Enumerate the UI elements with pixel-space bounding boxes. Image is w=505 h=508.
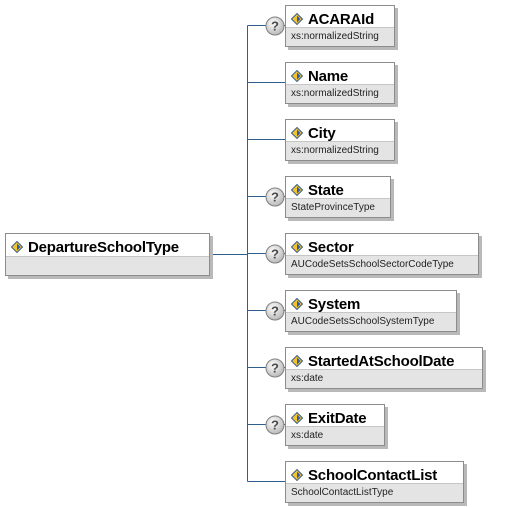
element-type: StateProvinceType xyxy=(286,198,390,217)
root-type-name: DepartureSchoolType xyxy=(28,238,179,256)
element-diamond-icon xyxy=(291,298,303,310)
element-type: xs:date xyxy=(286,369,482,388)
svg-text:?: ? xyxy=(271,19,279,34)
element-diamond-icon xyxy=(291,355,303,367)
element-type: AUCodeSetsSchoolSectorCodeType xyxy=(286,255,478,274)
svg-text:?: ? xyxy=(271,304,279,319)
optional-question-icon: ? xyxy=(265,358,285,378)
root-type-box[interactable]: DepartureSchoolType xyxy=(5,233,210,276)
element-type: AUCodeSetsSchoolSystemType xyxy=(286,312,456,331)
element-diamond-icon xyxy=(11,241,23,253)
optional-question-icon: ? xyxy=(265,187,285,207)
element-name: ACARAId xyxy=(308,10,375,28)
element-type: xs:normalizedString xyxy=(286,84,394,103)
element-diamond-icon xyxy=(291,70,303,82)
element-diamond-icon xyxy=(291,13,303,25)
svg-text:?: ? xyxy=(271,247,279,262)
optional-question-icon: ? xyxy=(265,16,285,36)
root-type-band xyxy=(6,256,209,275)
element-diamond-icon xyxy=(291,127,303,139)
element-name: Sector xyxy=(308,238,354,256)
svg-text:?: ? xyxy=(271,361,279,376)
element-type: SchoolContactListType xyxy=(286,483,463,502)
optional-question-icon: ? xyxy=(265,244,285,264)
element-diamond-icon xyxy=(291,469,303,481)
element-type: xs:normalizedString xyxy=(286,141,394,160)
element-name: SchoolContactList xyxy=(308,466,438,484)
element-type: xs:date xyxy=(286,426,384,445)
element-name: State xyxy=(308,181,344,199)
element-type: xs:normalizedString xyxy=(286,27,394,46)
element-name: ExitDate xyxy=(308,409,367,427)
optional-question-icon: ? xyxy=(265,415,285,435)
element-name: System xyxy=(308,295,361,313)
element-diamond-icon xyxy=(291,412,303,424)
element-diamond-icon xyxy=(291,241,303,253)
optional-question-icon: ? xyxy=(265,301,285,321)
element-name: City xyxy=(308,124,336,142)
element-name: StartedAtSchoolDate xyxy=(308,352,455,370)
svg-text:?: ? xyxy=(271,190,279,205)
element-diamond-icon xyxy=(291,184,303,196)
element-name: Name xyxy=(308,67,349,85)
svg-text:?: ? xyxy=(271,418,279,433)
